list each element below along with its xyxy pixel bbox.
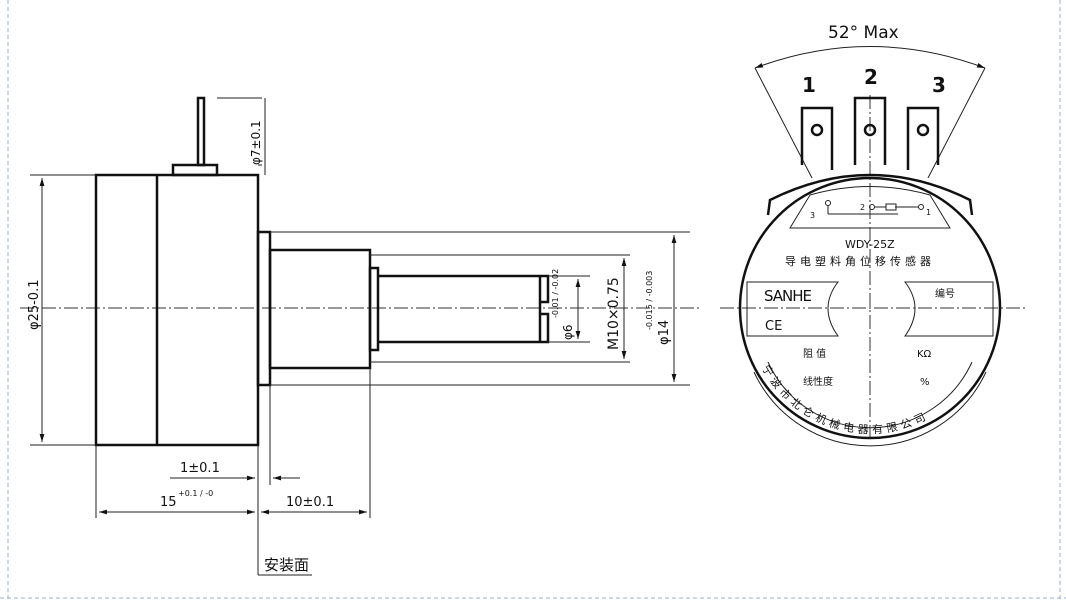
dim-body-length: 15 xyxy=(160,495,177,510)
pin xyxy=(196,96,206,167)
dim-flange-thickness: 1±0.1 xyxy=(180,461,220,476)
linearity-unit: % xyxy=(920,377,930,388)
front-view: 52° Max 1 2 3 3 2 1 WDY-25Z 导电塑料角位移传感器 S… xyxy=(720,23,1025,447)
terminals xyxy=(800,96,940,170)
dim-shaft-tol: -0.01 / -0.02 xyxy=(551,269,560,318)
schematic-label: 3 xyxy=(810,211,815,220)
resistance-label: 阻 值 xyxy=(803,347,826,360)
side-view: φ25-0.1 φ7±0.1 φ6 -0.01 / -0.02 M10×0.75… xyxy=(20,96,700,576)
product-name: 导电塑料角位移传感器 xyxy=(785,254,935,268)
dim-pin: φ7±0.1 xyxy=(249,120,263,165)
brand: SANHE xyxy=(764,287,812,305)
body xyxy=(94,173,260,447)
terminal-base xyxy=(171,163,219,177)
terminal-1-label: 1 xyxy=(802,73,816,97)
mounting-face-label: 安装面 xyxy=(264,556,309,574)
threaded-bushing xyxy=(268,248,372,370)
dim-body-diameter: φ25-0.1 xyxy=(27,280,42,330)
serial-label: 编号 xyxy=(935,287,955,300)
shaft xyxy=(378,274,550,344)
company-name: 宁波市北仑机械电器有限公司 xyxy=(759,362,931,436)
linearity-label: 线性度 xyxy=(803,375,833,388)
dim-thread: M10×0.75 xyxy=(606,277,622,350)
angle-label: 52° Max xyxy=(828,23,899,43)
sensor-face xyxy=(738,176,1002,440)
dim-flange: φ14 xyxy=(657,320,672,345)
terminal-housing xyxy=(766,173,974,216)
dim-shaft-length: 10±0.1 xyxy=(286,495,334,510)
model: WDY-25Z xyxy=(845,238,895,251)
ce-mark: CE xyxy=(765,319,782,334)
company-name-text: 宁波市北仑机械电器有限公司 xyxy=(759,362,927,436)
dim-body-length-tol: +0.1 / -0 xyxy=(178,489,213,498)
schematic-label: 2 xyxy=(860,203,865,212)
resistance-unit: KΩ xyxy=(917,349,932,360)
terminal-2-label: 2 xyxy=(864,65,878,89)
dim-shaft: φ6 xyxy=(561,324,575,340)
dim-flange-tol: -0.015 / -0.003 xyxy=(645,271,654,330)
terminal-3-label: 3 xyxy=(932,73,946,97)
schematic-label: 1 xyxy=(926,208,931,217)
